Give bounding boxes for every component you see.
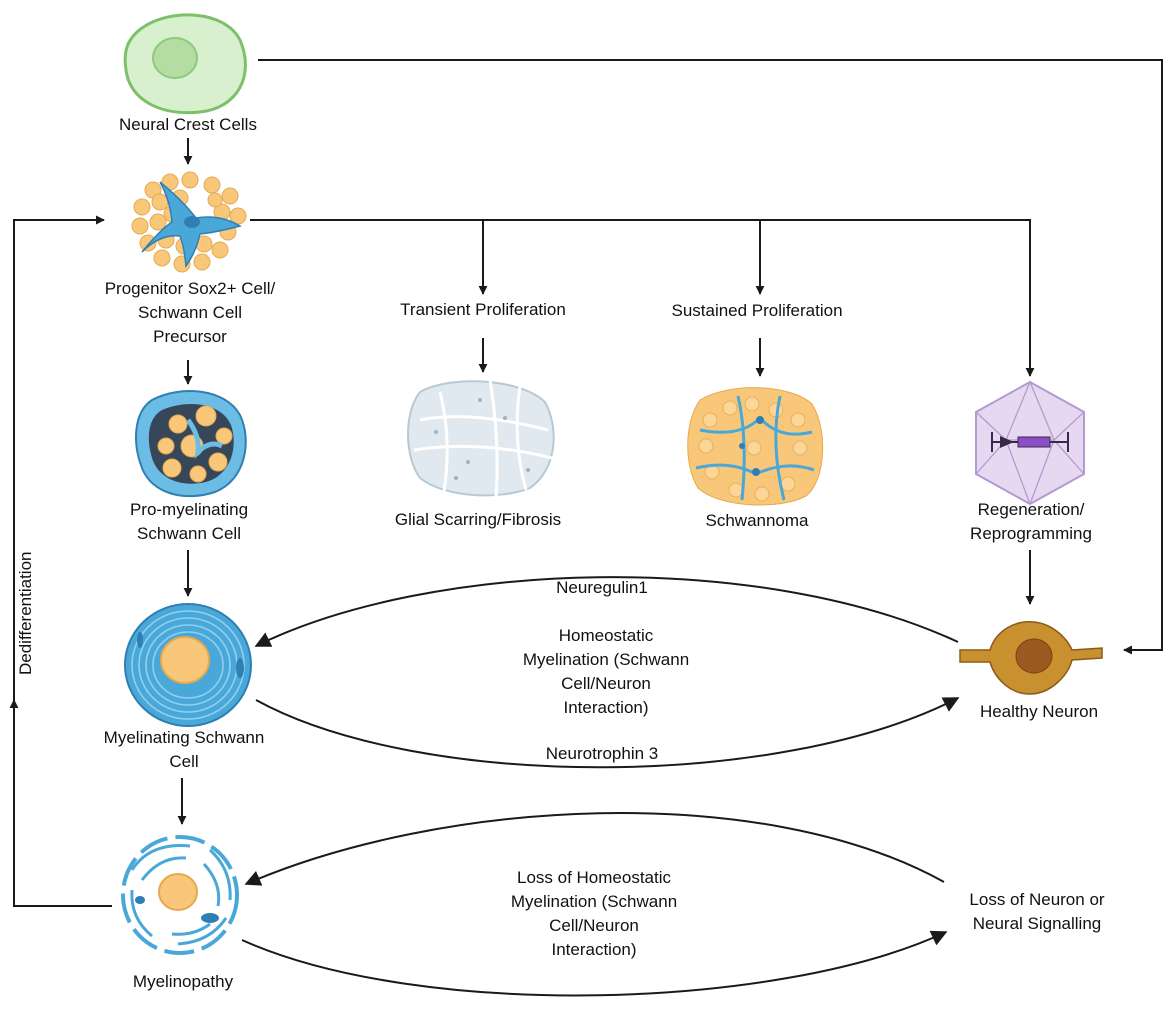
myelinopathy-cell-icon — [121, 835, 239, 955]
arrow-progenitor-to-regeneration — [250, 219, 1035, 377]
myelinating-cell-icon — [124, 603, 252, 727]
node-label-myelinopathy: Myelinopathy — [132, 972, 234, 991]
node-label-myelinating: Myelinating Schwann Cell — [103, 728, 265, 771]
node-label-loss-neuron: Loss of Neuron or Neural Signalling — [969, 890, 1105, 933]
node-label-regeneration: Regeneration/ Reprogramming — [970, 500, 1092, 543]
node-label-sustained: Sustained Proliferation — [671, 301, 843, 320]
node-label-glial: Glial Scarring/Fibrosis — [394, 510, 562, 529]
edge-label-neuregulin: Neuregulin1 — [556, 578, 648, 597]
arrows — [9, 59, 1163, 997]
edge-label-loss-homeostatic: Loss of Homeostatic Myelination (Schwann… — [510, 868, 678, 959]
arrow-myelinopathy-to-loss — [241, 930, 948, 997]
progenitor-cell-icon — [131, 171, 247, 273]
node-label-healthy-neuron: Healthy Neuron — [979, 702, 1099, 721]
arrow-neurotrophin — [255, 697, 960, 769]
node-label-promyelinating: Pro-myelinating Schwann Cell — [129, 500, 249, 543]
node-label-schwannoma: Schwannoma — [705, 511, 809, 530]
node-label-transient: Transient Proliferation — [400, 300, 566, 319]
arrow-crest-to-neuron — [258, 59, 1163, 655]
arrow-dedifferentiation — [13, 215, 112, 907]
glial-scarring-icon — [407, 379, 555, 499]
promyelinating-cell-icon — [135, 390, 247, 498]
schwannoma-icon — [687, 387, 824, 506]
arrow-neuregulin — [254, 576, 959, 647]
edge-label-neurotrophin: Neurotrophin 3 — [545, 744, 659, 763]
node-label-progenitor: Progenitor Sox2+ Cell/ Schwann Cell Prec… — [104, 279, 276, 346]
node-label-neural-crest: Neural Crest Cells — [119, 115, 257, 134]
edge-label-homeostatic: Homeostatic Myelination (Schwann Cell/Ne… — [522, 626, 690, 717]
healthy-neuron-icon — [959, 621, 1103, 695]
regeneration-vector-icon — [975, 380, 1085, 506]
edge-label-dedifferentiation: Dedifferentiation — [16, 551, 35, 676]
neural-crest-cell-icon — [123, 13, 247, 115]
arrow-loss-to-myelinopathy — [244, 812, 945, 886]
